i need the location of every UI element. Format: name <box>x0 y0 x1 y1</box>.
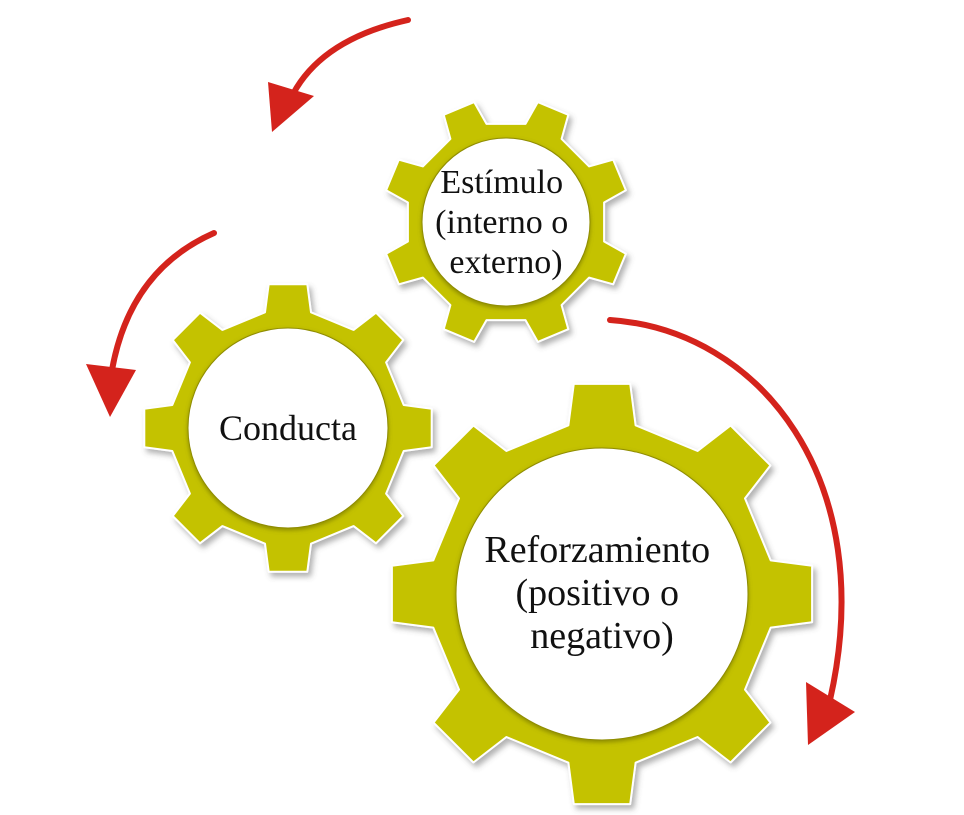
gear-reinforcement-line-3: negativo) <box>530 615 674 657</box>
arrow-right-shaft <box>607 317 845 703</box>
gear-stimulus-line-2: (interno o <box>435 204 568 241</box>
gear-reinforcement-label: Reforzamiento (positivo o negativo) <box>484 529 719 657</box>
gear-behavior-hole <box>187 327 389 529</box>
arrow-left-head <box>86 364 136 417</box>
arrow-right <box>607 317 855 745</box>
arrow-top-left-head <box>268 82 314 132</box>
gear-stimulus-line-3: externo) <box>449 244 562 281</box>
gear-behavior: Conducta <box>143 283 433 573</box>
gear-reinforcement-line-1: Reforzamiento <box>484 529 710 571</box>
gear-stimulus-hole <box>421 137 591 307</box>
gear-stimulus-label: Estímulo (interno o externo) <box>435 164 577 281</box>
arrow-top-left <box>268 17 411 132</box>
arrow-right-head <box>806 682 855 745</box>
gear-behavior-label: Conducta <box>219 408 357 448</box>
arrow-left <box>86 230 217 417</box>
gear-reinforcement-hole <box>455 447 749 741</box>
gear-reinforcement: Reforzamiento (positivo o negativo) <box>390 382 814 806</box>
gear-stimulus-line-1: Estímulo <box>440 164 563 201</box>
gear-behavior-line-1: Conducta <box>219 408 357 448</box>
arrow-left-shaft <box>109 230 217 373</box>
arrow-top-left-shaft <box>287 17 411 103</box>
gear-reinforcement-line-2: (positivo o <box>515 572 679 614</box>
gear-stimulus: Estímulo (interno o externo) <box>385 101 627 343</box>
